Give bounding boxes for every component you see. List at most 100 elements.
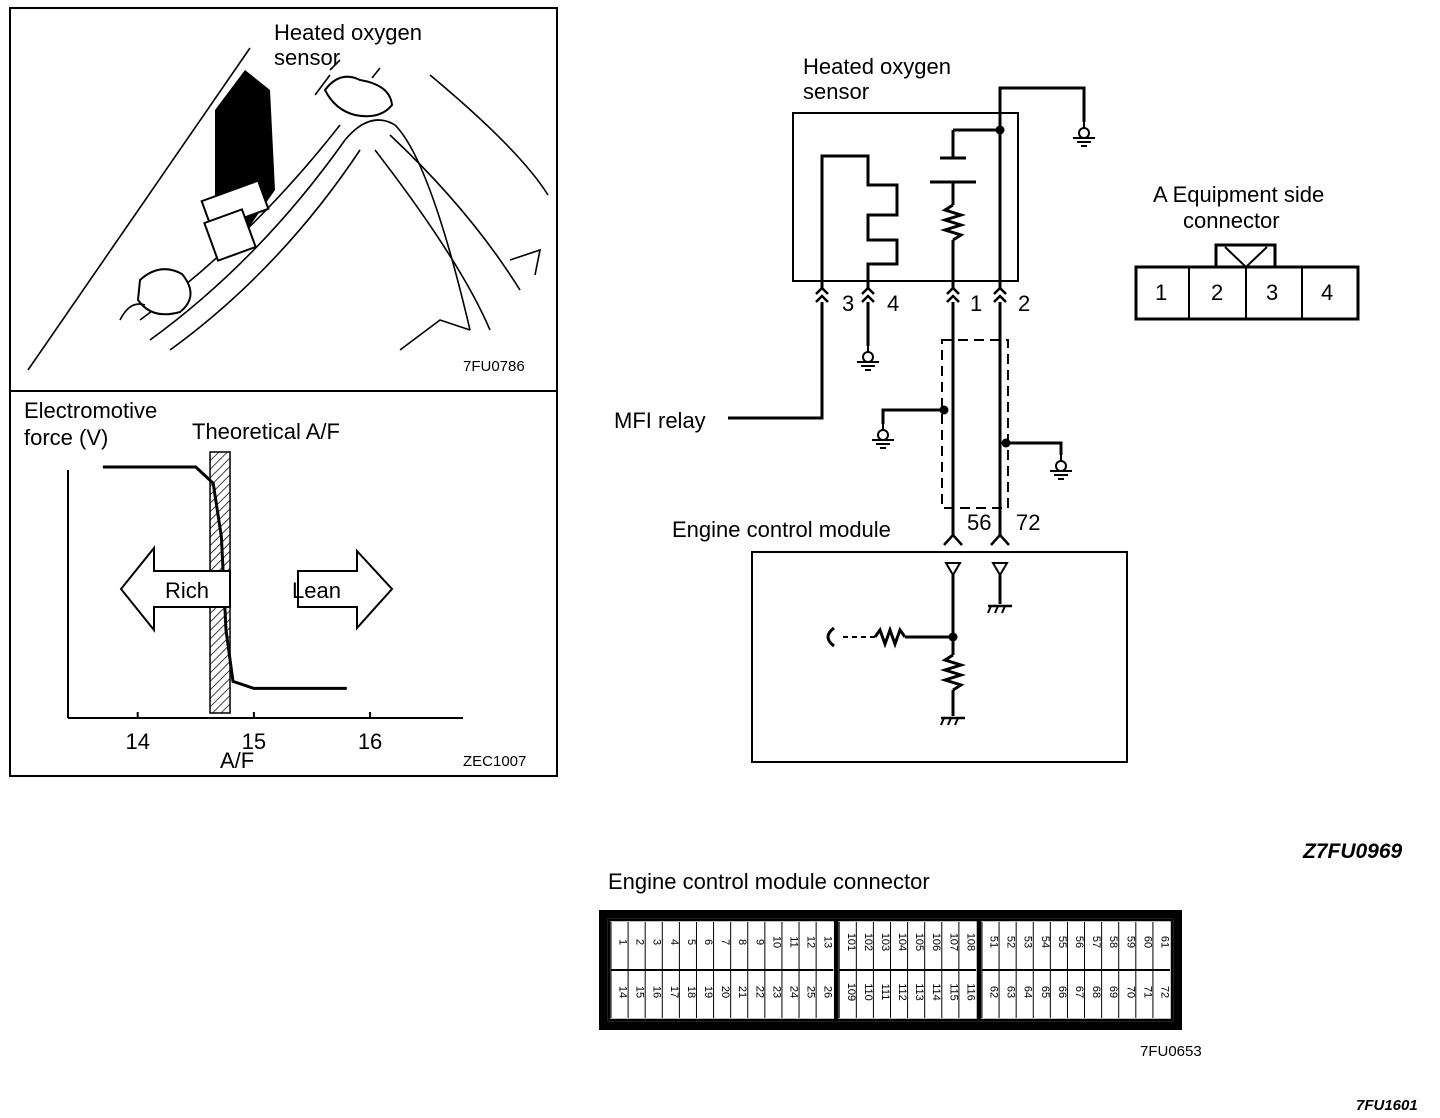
ecm-pin-label: 54 — [1039, 936, 1051, 948]
ecm-pin-label: 9 — [753, 939, 765, 945]
ecm-pin-72: 72 — [1016, 510, 1040, 535]
ecm-label: Engine control module — [672, 517, 891, 542]
sensing-element — [930, 125, 1005, 290]
ecm-pin-label: 8 — [736, 939, 748, 945]
lean-arrow — [297, 548, 394, 631]
pin-label-3: 3 — [842, 291, 854, 316]
ecm-pin-label: 24 — [787, 986, 799, 998]
ecm-pin-label: 51 — [988, 936, 1000, 948]
mfi-relay-label: MFI relay — [614, 408, 706, 433]
ecm-pin-56: 56 — [967, 510, 991, 535]
graph-code: ZEC1007 — [463, 753, 526, 770]
ecm-pin-label: 15 — [634, 986, 646, 998]
ecm-pin-label: 113 — [913, 983, 925, 1001]
ecm-pin-label: 71 — [1141, 986, 1153, 998]
ecm-pin-label: 112 — [896, 983, 908, 1001]
ecm-pin-label: 61 — [1158, 936, 1170, 948]
ecm-pin-label: 56 — [1073, 936, 1085, 948]
ecm-pin-label: 52 — [1005, 936, 1017, 948]
ecm-connector-code: 7FU0653 — [1140, 1043, 1202, 1060]
ecm-pin-label: 108 — [964, 933, 976, 951]
ecm-pin-label: 62 — [988, 986, 1000, 998]
conn-pin-2: 2 — [1211, 280, 1223, 305]
ecm-pin-label: 6 — [702, 939, 714, 945]
ecm-pin-label: 115 — [947, 983, 959, 1001]
wiring-sensor-label-line2: sensor — [803, 79, 869, 104]
ecm-pin-label: 2 — [634, 939, 646, 945]
graph-xlabel: A/F — [220, 748, 254, 773]
ecm-pin-label: 65 — [1039, 986, 1051, 998]
ecm-pin-label: 1 — [617, 939, 629, 945]
ecm-pin-label: 25 — [805, 986, 817, 998]
conn-pin-3: 3 — [1266, 280, 1278, 305]
ecm-pin-label: 5 — [685, 939, 697, 945]
x-tick-label: 16 — [358, 729, 382, 754]
ecm-pin-label: 12 — [805, 936, 817, 948]
sensor-box — [792, 112, 1019, 282]
ecm-pin-label: 114 — [930, 983, 942, 1001]
ecm-pin-label: 26 — [822, 986, 834, 998]
lean-label: Lean — [292, 578, 341, 603]
ecm-internal-circuit — [826, 562, 1014, 727]
rich-arrow — [119, 545, 231, 633]
ecm-pin-label: 3 — [651, 939, 663, 945]
ecm-pin-label: 17 — [668, 986, 680, 998]
photo-code: 7FU0786 — [463, 358, 525, 375]
ecm-pin-label: 72 — [1158, 986, 1170, 998]
ecm-pin-label: 53 — [1022, 936, 1034, 948]
ecm-pin-label: 10 — [770, 936, 782, 948]
ecm-pin-label: 63 — [1005, 986, 1017, 998]
ecm-pin-label: 60 — [1141, 936, 1153, 948]
ecm-pin-label: 14 — [617, 986, 629, 998]
ecm-pin-label: 4 — [668, 939, 680, 945]
ecm-pin-label: 11 — [787, 936, 799, 947]
page-code: 7FU1601 — [1356, 1097, 1418, 1114]
wiring-code: Z7FU0969 — [1302, 840, 1403, 863]
photo-sensor-label-line2: sensor — [274, 45, 340, 70]
ecm-pin-label: 22 — [753, 986, 765, 998]
x-tick-label: 14 — [125, 729, 149, 754]
equipment-side-connector — [1134, 243, 1360, 321]
shield — [941, 339, 1009, 509]
ecm-pin-label: 69 — [1107, 986, 1119, 998]
ecm-box — [751, 551, 1128, 763]
ecm-pin-label: 104 — [896, 933, 908, 951]
sensor-ground-wire — [998, 86, 1086, 130]
mfi-relay-wire — [728, 302, 824, 420]
ecm-pin-label: 102 — [862, 933, 874, 951]
ecm-pin-label: 23 — [770, 986, 782, 998]
ecm-pin-label: 101 — [845, 933, 857, 951]
heater-element — [820, 154, 899, 290]
ecm-pin-label: 20 — [719, 986, 731, 998]
ecm-pin-label: 7 — [719, 939, 731, 945]
ecm-pin-label: 103 — [879, 933, 891, 951]
connector-title-line2: connector — [1183, 208, 1280, 233]
ecm-pin-label: 70 — [1124, 986, 1136, 998]
ecm-pin-label: 18 — [685, 986, 697, 998]
rich-label: Rich — [165, 578, 209, 603]
ecm-connector: 1142153164175186197208219221023112412251… — [599, 910, 1182, 1030]
graph-ylabel-line2: force (V) — [24, 425, 108, 450]
connector-title-line1: A Equipment side — [1153, 182, 1324, 207]
pin-label-1: 1 — [970, 291, 982, 316]
ecm-pin-label: 16 — [651, 986, 663, 998]
sensor-illustration — [27, 47, 549, 371]
ecm-pin-label: 19 — [702, 986, 714, 998]
ecm-pin-label: 67 — [1073, 986, 1085, 998]
ecm-pin-label: 116 — [964, 983, 976, 1001]
theoretical-af-label: Theoretical A/F — [192, 419, 340, 444]
ecm-pin-label: 59 — [1124, 936, 1136, 948]
ecm-pin-label: 64 — [1022, 986, 1034, 998]
ecm-pin-label: 55 — [1056, 936, 1068, 948]
pin-label-4: 4 — [887, 291, 899, 316]
graph-ylabel-line1: Electromotive — [24, 398, 157, 423]
ecm-pin-label: 110 — [862, 983, 874, 1001]
ecm-pin-label: 111 — [879, 984, 891, 1001]
ecm-pin-label: 57 — [1090, 936, 1102, 948]
ecm-pin-label: 58 — [1107, 936, 1119, 948]
ecm-pin-label: 106 — [930, 933, 942, 951]
conn-pin-1: 1 — [1155, 280, 1167, 305]
ecm-pin-label: 68 — [1090, 986, 1102, 998]
